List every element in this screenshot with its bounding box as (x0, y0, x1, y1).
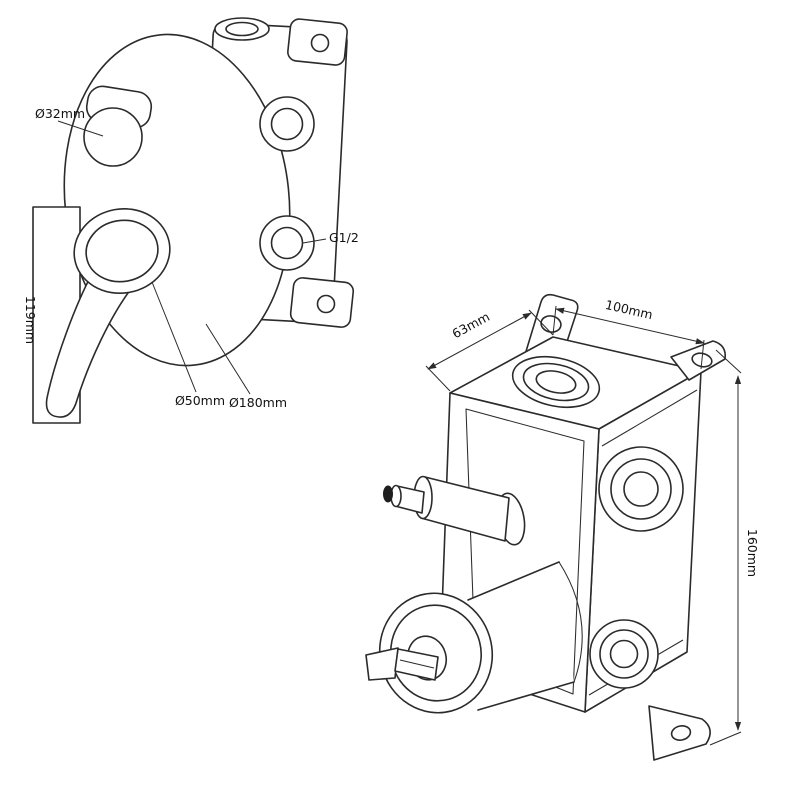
diverter-knob (83, 85, 153, 167)
dim-line-depth (427, 312, 532, 370)
spindle-tip (383, 485, 393, 503)
label-depth: 63mm (450, 309, 493, 341)
mounting-ear-bottom-right (648, 705, 711, 761)
knob-base (83, 107, 143, 167)
lower-side-port (589, 619, 659, 689)
lever-arm (45, 271, 135, 418)
leader-thread-size (302, 238, 327, 244)
leader-plate-diameter (205, 323, 251, 395)
temperature-spindle (383, 475, 526, 546)
leader-handle-diameter (151, 281, 197, 393)
handle-hub-inner (85, 219, 159, 283)
mixer-cartridge (365, 561, 583, 714)
lower-inlet-port (259, 215, 315, 271)
label-width: 100mm (604, 297, 654, 322)
front-view-annotations: Ø32mm 119mm Ø50mm Ø180mm G1/2 (23, 106, 359, 410)
lever-handle (45, 208, 171, 418)
mounting-ear-bottom (289, 277, 355, 328)
upper-side-port (598, 446, 684, 532)
top-outlet-boss (511, 356, 601, 408)
leader-knob-diameter (57, 120, 104, 137)
label-handle-length: 119mm (23, 296, 38, 344)
front-view: Ø32mm 119mm Ø50mm Ø180mm G1/2 (23, 17, 359, 424)
label-handle-diameter: Ø50mm (175, 393, 225, 408)
label-thread-size: G1/2 (329, 230, 359, 245)
iso-annotations: 63mm 100mm 160mm (425, 297, 760, 746)
label-knob-diameter: Ø32mm (35, 106, 85, 121)
mounting-ear-top (287, 18, 348, 66)
iso-view: 63mm 100mm 160mm (365, 293, 760, 761)
label-plate-diameter: Ø180mm (229, 395, 287, 410)
upper-inlet-port (259, 96, 315, 152)
dim-line-width (555, 307, 705, 345)
cartridge-key-tab (365, 647, 399, 681)
label-height: 160mm (745, 529, 760, 577)
